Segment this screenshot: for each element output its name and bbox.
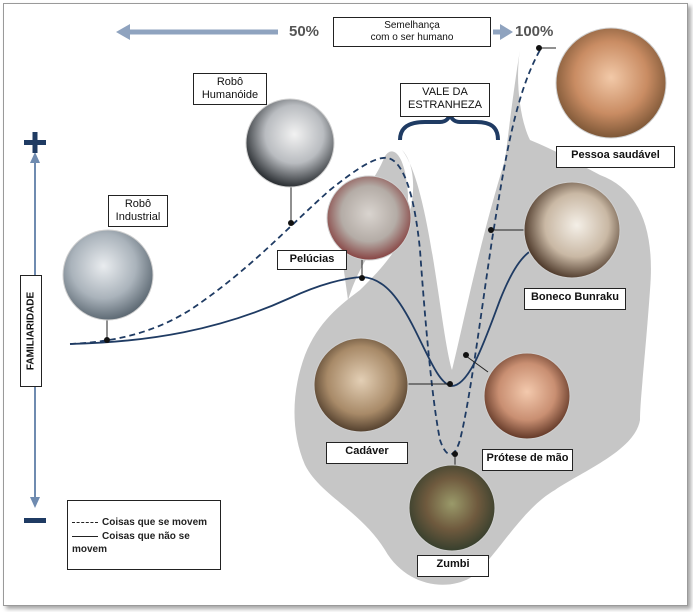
dot-bunraku	[488, 227, 494, 233]
connector-protese	[465, 355, 489, 373]
dot-robo-industrial	[104, 337, 110, 343]
curve-still	[69, 247, 536, 387]
photo-zumbi	[408, 464, 496, 552]
legend-moving: Coisas que se movem	[72, 517, 207, 529]
y-axis-label-box: FAMILIARIDADE	[20, 275, 42, 387]
label-robo-humanoide: Robô Humanóide	[193, 73, 267, 105]
y-axis-label: FAMILIARIDADE	[25, 291, 37, 371]
x-axis-label-line1: Semelhança	[384, 20, 440, 31]
legend-solid-swatch	[72, 535, 98, 537]
y-axis-down-head	[30, 497, 40, 508]
uncanny-valley-line1: VALE DA	[422, 86, 468, 98]
photo-robo-industrial	[62, 229, 154, 321]
label-pelucias: Pelúcias	[277, 250, 347, 270]
legend-still-text-1: Coisas que não se	[102, 531, 190, 542]
label-robo-industrial-line2: Industrial	[115, 211, 161, 223]
label-cadaver: Cadáver	[326, 442, 408, 464]
label-robo-industrial: Robô Industrial	[108, 195, 168, 227]
label-protese: Prótese de mão	[482, 449, 573, 471]
label-zumbi: Zumbi	[417, 555, 489, 577]
photo-boneco-bunraku	[523, 181, 621, 279]
dot-pessoa	[536, 45, 542, 51]
curve-moving	[69, 49, 541, 456]
dot-protese	[463, 352, 469, 358]
label-robo-industrial-line1: Robô	[124, 198, 152, 210]
x-axis-label: Semelhança com o ser humano	[333, 17, 491, 47]
photo-protese	[483, 352, 571, 440]
legend-moving-text: Coisas que se movem	[102, 517, 208, 528]
legend-still: Coisas que não se	[72, 531, 190, 543]
percent-50: 50%	[289, 23, 320, 40]
uncanny-valley-line2: ESTRANHEZA	[408, 99, 482, 111]
dot-robo-humanoide	[288, 220, 294, 226]
minus-sign	[24, 518, 46, 523]
label-robo-humanoide-line2: Humanóide	[201, 89, 259, 101]
dot-pelucias	[359, 275, 365, 281]
legend: Coisas que se movem Coisas que não se mo…	[67, 500, 221, 570]
legend-still-line2: movem	[72, 544, 108, 555]
label-pessoa-saudavel: Pessoa saudável	[556, 146, 675, 168]
percent-100: 100%	[515, 23, 554, 40]
arrow-left-head	[116, 24, 130, 40]
label-boneco-bunraku: Boneco Bunraku	[524, 288, 626, 310]
x-axis-label-line2: com o ser humano	[370, 32, 454, 43]
label-robo-humanoide-line1: Robô	[216, 76, 244, 88]
photo-robo-humanoide	[245, 98, 335, 188]
arrow-right-head	[500, 24, 513, 40]
photo-pelucias	[326, 175, 412, 261]
dot-cadaver	[447, 381, 453, 387]
legend-dashed-swatch	[72, 521, 98, 523]
photo-pessoa-saudavel	[555, 27, 667, 139]
dot-zumbi	[452, 451, 458, 457]
y-axis-up-head	[30, 152, 40, 163]
plus-sign-v	[32, 132, 38, 153]
uncanny-valley-label: VALE DA ESTRANHEZA	[400, 83, 490, 117]
photo-cadaver	[313, 337, 409, 433]
